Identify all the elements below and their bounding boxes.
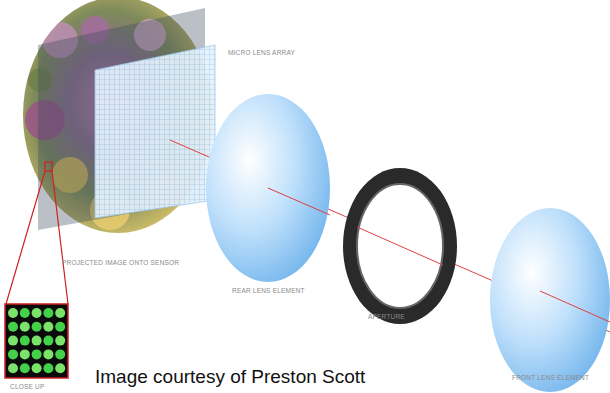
rear-lens [206,94,330,282]
closeup-box [5,304,68,378]
image-credit: Image courtesy of Preston Scott [95,366,365,388]
front-lens [490,208,610,392]
closeup-marker [45,162,52,171]
micro-lens-array [95,45,215,218]
aperture-ring [343,168,457,324]
part-label: APERTURE [368,313,405,320]
part-label: FRONT LENS ELEMENT [512,374,589,381]
closeup-dots [8,308,65,373]
part-label: CLOSE UP [10,383,44,390]
part-label: PROJECTED IMAGE ONTO SENSOR [62,259,179,266]
part-label: MICRO LENS ARRAY [228,49,295,56]
part-label: REAR LENS ELEMENT [232,287,305,294]
